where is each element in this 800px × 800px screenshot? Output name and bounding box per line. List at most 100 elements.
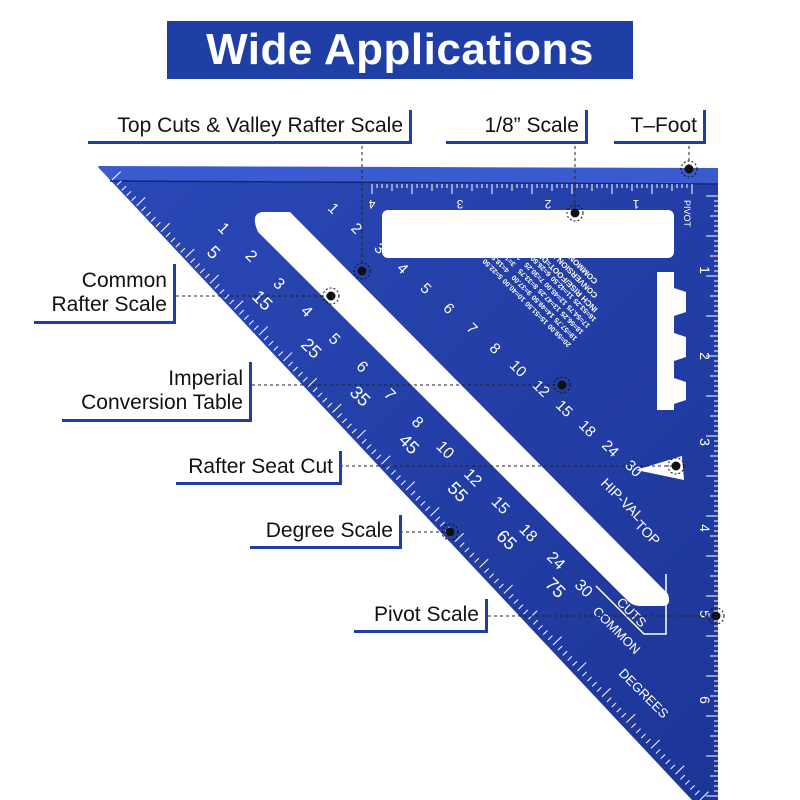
ring-pivot-scale: [707, 607, 725, 625]
top-scale-number: 2: [544, 197, 551, 211]
hypotenuse-tick: [508, 593, 514, 599]
pivot-text: PIVOT: [682, 200, 692, 228]
title-banner: Wide Applications: [167, 21, 633, 79]
leader-lines: [176, 140, 716, 617]
hypotenuse-tick: [694, 790, 700, 796]
label-rafter-seat: Rafter Seat Cut: [176, 451, 342, 485]
hypotenuse-tick: [503, 584, 513, 594]
hypotenuse-tick: [699, 791, 709, 800]
notched-slot: [657, 272, 686, 410]
endpoint-rafter-seat: [671, 461, 681, 471]
hypotenuse-tick: [488, 573, 494, 579]
hypotenuse-tick: [542, 630, 548, 636]
label-imperial-line2: Conversion Table: [81, 390, 243, 414]
label-top-cuts: Top Cuts & Valley Rafter Scale: [88, 110, 412, 144]
hypotenuse-tick: [341, 418, 347, 424]
hypotenuse-tick: [136, 197, 146, 207]
endpoint-imperial: [557, 380, 567, 390]
hypotenuse-tick: [190, 258, 196, 264]
ring-imperial: [553, 376, 571, 394]
label-top-cuts-text: Top Cuts & Valley Rafter Scale: [117, 113, 403, 137]
hypotenuse-tick: [337, 413, 343, 419]
hypotenuse-tick: [131, 196, 137, 202]
page-title: Wide Applications: [206, 25, 594, 74]
hypotenuse-tick: [635, 728, 641, 734]
hypotenuse-tick: [395, 475, 401, 481]
label-degree-scale-text: Degree Scale: [265, 518, 393, 542]
hypotenuse-tick: [317, 392, 323, 398]
hypotenuse-tick: [145, 211, 151, 217]
hypotenuse-tick: [582, 671, 588, 677]
endpoint-t-foot: [684, 164, 694, 174]
hypotenuse-tick: [498, 583, 504, 589]
hypotenuse-tick: [312, 387, 318, 393]
square-body: [98, 167, 718, 800]
endpoint-common-rafter: [326, 291, 336, 301]
hypotenuse-tick: [307, 377, 317, 388]
label-rafter-seat-text: Rafter Seat Cut: [188, 454, 333, 478]
endpoint-top-cuts: [357, 266, 367, 276]
hypotenuse-tick: [484, 568, 490, 574]
right-scale-number: 5: [697, 610, 713, 618]
hypotenuse-tick: [430, 507, 440, 517]
hypotenuse-tick: [459, 542, 465, 548]
hypotenuse-tick: [180, 247, 186, 253]
hypotenuse-tick: [381, 455, 391, 465]
hypotenuse-tick: [518, 604, 524, 610]
label-imperial-line1: Imperial: [168, 366, 243, 390]
label-t-foot-text: T–Foot: [630, 113, 697, 137]
label-imperial: Imperial Conversion Table: [62, 362, 252, 422]
top-scale-number: 3: [456, 197, 463, 211]
hypotenuse-tick: [557, 645, 563, 651]
hypotenuse-tick: [126, 190, 132, 196]
hypotenuse-tick: [577, 662, 587, 672]
hypotenuse-tick: [567, 655, 573, 661]
ring-rafter-seat: [667, 457, 685, 475]
hypotenuse-tick: [170, 237, 176, 243]
hypotenuse-tick: [415, 495, 421, 501]
label-common-rafter-line1: Common: [81, 268, 167, 292]
hypotenuse-tick: [356, 429, 366, 439]
hypotenuse-tick: [292, 366, 298, 372]
endpoint-pivot-scale: [711, 611, 721, 621]
hypotenuse-tick: [258, 326, 268, 336]
label-eighth-scale: 1/8” Scale: [446, 110, 588, 144]
hypotenuse-tick: [645, 738, 651, 744]
hypotenuse-tick: [523, 609, 529, 615]
hypotenuse-tick: [302, 376, 308, 382]
scale-ticks: [111, 171, 718, 800]
label-pivot-scale-text: Pivot Scale: [373, 602, 479, 626]
right-scale-number: 6: [697, 696, 713, 704]
hypotenuse-tick: [185, 248, 195, 258]
top-slot: [382, 210, 674, 258]
hypotenuse-tick: [150, 216, 156, 222]
hypotenuse-tick: [160, 222, 170, 233]
hypotenuse-tick: [204, 273, 210, 279]
hypotenuse-tick: [552, 636, 562, 646]
diagonal-slot: [254, 212, 670, 606]
hypotenuse-tick: [479, 558, 489, 568]
right-scale-number: 4: [697, 524, 713, 532]
hypotenuse-tick: [155, 221, 161, 227]
top-scale-number: 4: [368, 197, 375, 211]
hypotenuse-tick: [263, 335, 269, 341]
ring-t-foot: [680, 160, 698, 178]
hypotenuse-tick: [199, 268, 205, 274]
hypotenuse-tick: [361, 438, 367, 444]
right-scale-number: 3: [697, 438, 713, 446]
hypotenuse-tick: [322, 397, 328, 403]
label-common-rafter-line2: Rafter Scale: [51, 292, 167, 316]
hypotenuse-tick: [175, 242, 181, 248]
pivot-arrow: [595, 574, 667, 635]
hypotenuse-tick: [474, 557, 480, 563]
hypotenuse-tick: [376, 454, 382, 460]
hypotenuse-tick: [586, 676, 592, 682]
hypotenuse-tick: [655, 748, 661, 754]
hypotenuse-tick: [278, 351, 284, 357]
hypotenuse-tick: [493, 578, 499, 584]
ring-common-rafter: [322, 287, 340, 305]
hypotenuse-tick: [219, 289, 225, 295]
hypotenuse-tick: [596, 686, 602, 692]
